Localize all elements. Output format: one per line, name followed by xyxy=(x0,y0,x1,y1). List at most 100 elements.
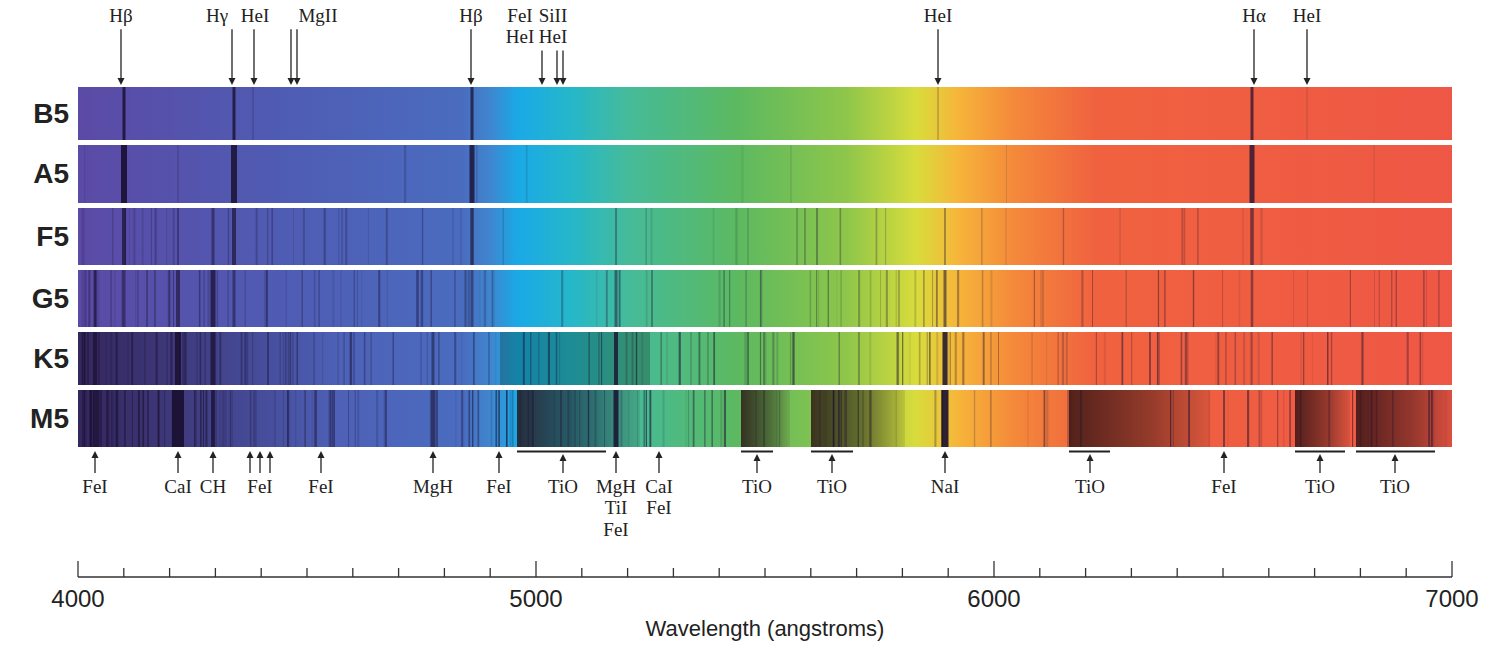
absorption-line xyxy=(641,332,643,385)
absorption-line xyxy=(895,390,897,447)
absorption-line xyxy=(763,332,765,385)
absorption-line xyxy=(1361,332,1363,385)
absorption-line xyxy=(137,270,138,327)
axis-tick xyxy=(1222,568,1223,577)
absorption-line xyxy=(1243,332,1245,385)
absorption-line xyxy=(1432,390,1434,447)
absorption-line xyxy=(1300,390,1301,447)
absorption-line xyxy=(338,208,340,265)
absorption-line xyxy=(454,270,456,327)
marker-arrow-head xyxy=(92,451,99,458)
absorption-line xyxy=(267,208,268,265)
absorption-line xyxy=(289,390,291,447)
marker-arrow-head xyxy=(656,451,663,458)
absorption-line xyxy=(643,390,644,447)
marker-arrow-shaft xyxy=(562,51,563,78)
absorption-line xyxy=(93,332,97,385)
absorption-line xyxy=(1423,270,1424,327)
absorption-line xyxy=(755,390,757,447)
absorption-line xyxy=(895,270,897,327)
absorption-line xyxy=(350,332,352,385)
absorption-line xyxy=(329,390,330,447)
absorption-line xyxy=(523,332,525,385)
marker-arrow-head xyxy=(288,78,295,85)
absorption-line xyxy=(1371,390,1372,447)
absorption-line xyxy=(164,390,166,447)
absorption-line xyxy=(468,270,470,327)
absorption-line xyxy=(211,270,216,327)
absorption-line xyxy=(142,390,144,447)
axis-tick xyxy=(1268,568,1269,577)
absorption-line xyxy=(98,390,100,447)
absorption-line xyxy=(154,270,156,327)
absorption-line xyxy=(1426,270,1428,327)
absorption-line xyxy=(646,270,648,327)
absorption-line xyxy=(1063,208,1064,265)
absorption-line xyxy=(386,208,388,265)
absorption-line xyxy=(340,270,341,327)
absorption-line xyxy=(588,332,589,385)
absorption-line xyxy=(368,208,369,265)
absorption-line xyxy=(111,270,112,327)
absorption-line xyxy=(512,390,513,447)
absorption-line xyxy=(810,270,811,327)
absorption-line xyxy=(1428,390,1430,447)
absorption-line xyxy=(476,145,477,203)
axis-tick xyxy=(215,568,216,577)
absorption-line xyxy=(934,390,936,447)
absorption-line xyxy=(1301,332,1302,385)
absorption-line xyxy=(324,208,326,265)
absorption-line xyxy=(204,332,205,385)
axis-tick xyxy=(1406,568,1407,577)
absorption-line xyxy=(637,390,638,447)
absorption-line xyxy=(1307,270,1308,327)
absorption-line xyxy=(636,332,637,385)
absorption-line xyxy=(292,332,294,385)
absorption-line xyxy=(385,390,387,447)
spectrum-ground xyxy=(78,390,1452,447)
absorption-line xyxy=(473,332,475,385)
absorption-line xyxy=(200,390,202,447)
absorption-line xyxy=(98,390,99,447)
absorption-line xyxy=(200,390,201,447)
absorption-line xyxy=(135,270,136,327)
absorption-line xyxy=(651,208,653,265)
spectrum-ground xyxy=(78,332,1452,385)
axis-tick xyxy=(444,568,445,577)
absorption-line xyxy=(1407,332,1409,385)
absorption-line xyxy=(1331,332,1332,385)
axis-tick xyxy=(261,568,262,577)
absorption-line xyxy=(869,332,871,385)
absorption-line xyxy=(203,390,204,447)
absorption-line xyxy=(833,390,835,447)
absorption-line xyxy=(337,332,338,385)
absorption-line xyxy=(1289,390,1290,447)
absorption-line xyxy=(82,390,84,447)
spectrum-strip xyxy=(78,145,1452,203)
absorption-line xyxy=(225,390,226,447)
marker-arrow-shaft xyxy=(320,458,321,473)
absorption-line xyxy=(82,208,83,265)
marker-arrow-head xyxy=(539,78,546,85)
line-label: FeI xyxy=(308,476,333,497)
absorption-line xyxy=(596,270,598,327)
absorption-line xyxy=(97,390,98,447)
spectrum-strip xyxy=(78,390,1452,447)
line-label: Hα xyxy=(1242,5,1266,26)
marker-arrow-shaft xyxy=(470,29,471,78)
absorption-line xyxy=(378,270,380,327)
marker-arrow-head xyxy=(318,451,325,458)
marker-arrow-shaft xyxy=(212,458,213,473)
absorption-line xyxy=(635,332,637,385)
absorption-line xyxy=(229,390,231,447)
axis-tick xyxy=(810,568,811,577)
absorption-line xyxy=(121,145,127,203)
absorption-line xyxy=(937,87,939,140)
absorption-line xyxy=(957,270,959,327)
absorption-line xyxy=(247,332,248,385)
absorption-line xyxy=(1208,390,1210,447)
absorption-line xyxy=(1283,390,1284,447)
absorption-line xyxy=(560,390,561,447)
absorption-line xyxy=(1095,332,1097,385)
absorption-line xyxy=(170,332,172,385)
